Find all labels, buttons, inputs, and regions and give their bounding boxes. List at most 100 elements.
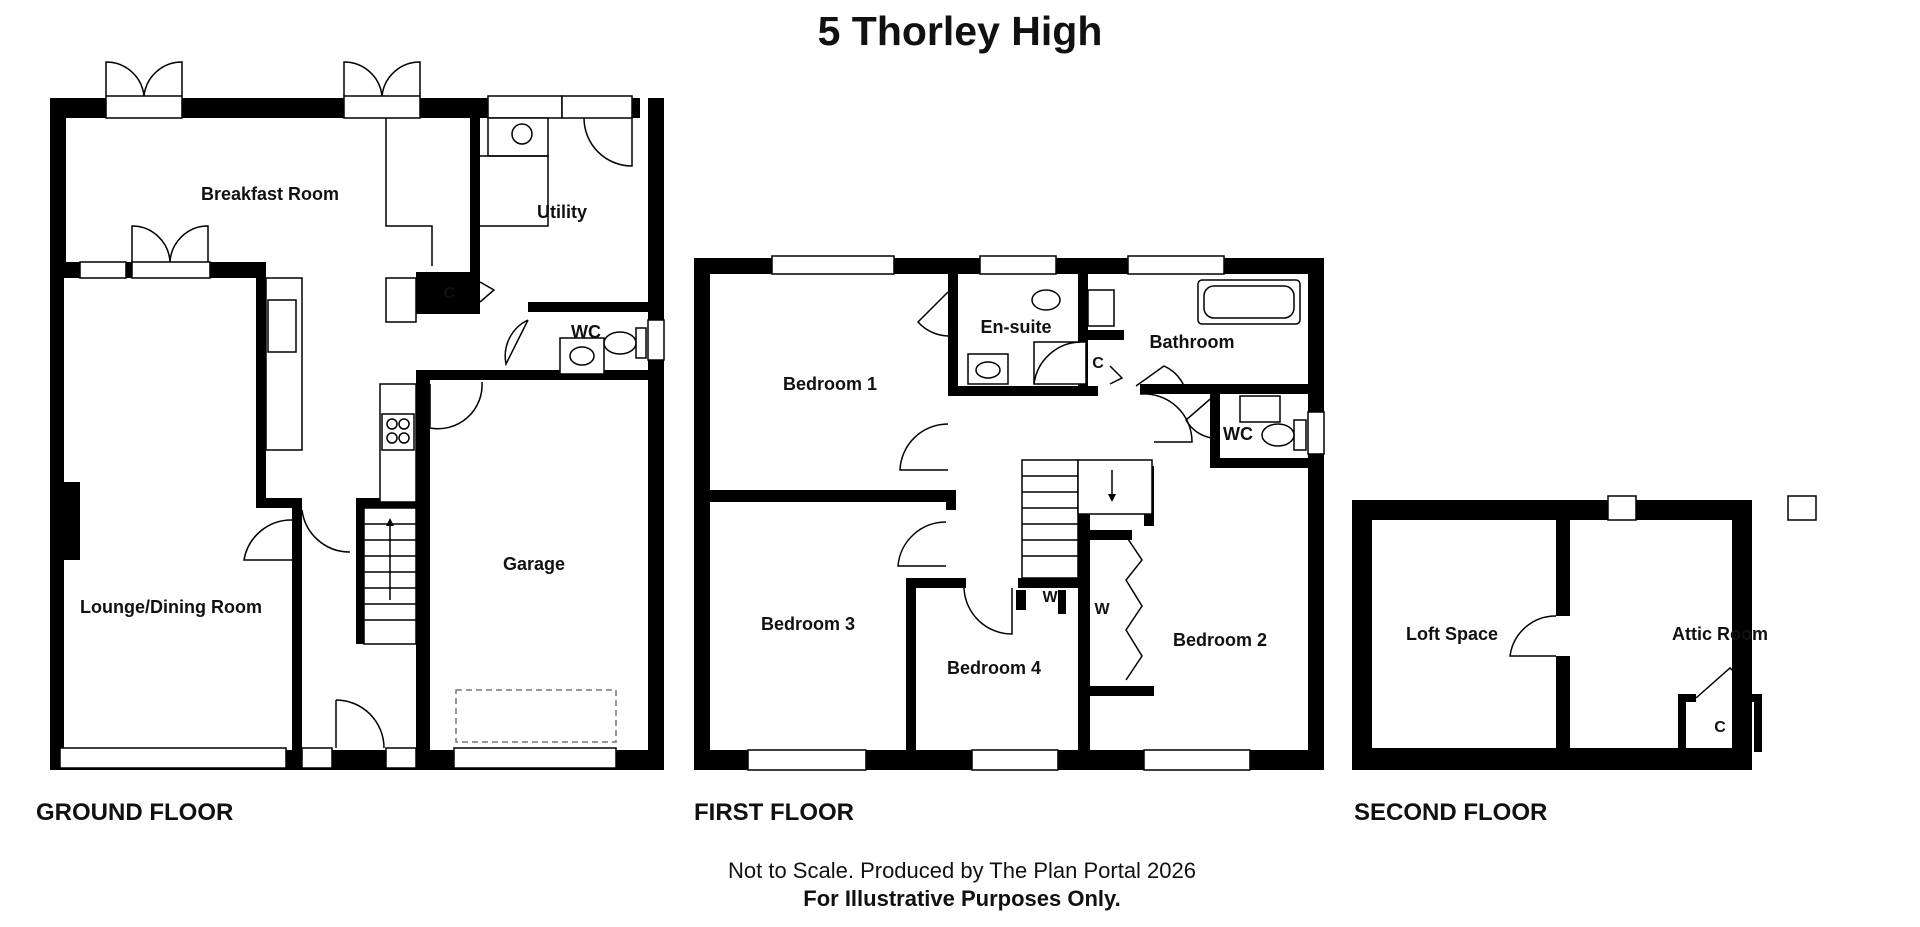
window <box>131 261 211 279</box>
sink-icon <box>267 299 297 353</box>
window <box>971 749 1059 771</box>
wall <box>50 98 66 270</box>
basin-icon <box>967 353 1009 385</box>
toilet-cistern <box>1293 419 1307 451</box>
wall <box>1210 384 1220 468</box>
wall <box>356 498 366 644</box>
room-label-cupboard: C <box>1714 719 1726 736</box>
room-label-cupboard: C <box>443 285 455 302</box>
window <box>561 95 633 119</box>
wall <box>694 258 710 770</box>
door-swing <box>301 509 351 553</box>
wall <box>1352 500 1372 770</box>
window <box>59 747 287 769</box>
hob-ring <box>386 432 398 444</box>
wall <box>948 270 958 396</box>
wall <box>706 490 956 502</box>
wall <box>416 372 430 768</box>
window <box>1127 255 1225 275</box>
wall <box>1140 384 1310 394</box>
footer-illustrative-note: For Illustrative Purposes Only. <box>803 886 1120 911</box>
wall <box>1556 510 1570 616</box>
toilet-cistern <box>635 327 647 359</box>
wall <box>470 304 480 310</box>
wall <box>1678 694 1696 702</box>
wall <box>1088 330 1124 340</box>
stair-treads <box>1022 475 1078 557</box>
wall <box>1352 500 1752 520</box>
stairs <box>1021 459 1079 579</box>
stair-treads <box>364 518 416 621</box>
wall <box>256 498 302 508</box>
basin-icon <box>1087 289 1115 327</box>
counter-outline <box>385 118 433 266</box>
window <box>1143 749 1251 771</box>
window <box>747 749 867 771</box>
bath-icon <box>1197 279 1301 325</box>
room-label-ensuite: En-suite <box>980 317 1051 337</box>
window <box>301 747 333 769</box>
french-doors <box>131 225 209 263</box>
room-label-garage: Garage <box>503 554 565 574</box>
window <box>1307 411 1325 455</box>
wall <box>648 98 664 770</box>
garage-door-outline <box>455 689 617 743</box>
shower-screen <box>1033 341 1081 385</box>
basin-bowl <box>569 346 595 366</box>
chimney-breast <box>60 482 80 560</box>
basin-bowl <box>975 361 1001 379</box>
wall <box>50 270 64 770</box>
window <box>105 95 183 119</box>
rooflight <box>1607 495 1637 521</box>
toilet-icon <box>1261 423 1295 447</box>
room-label-bedroom4: Bedroom 4 <box>947 658 1041 678</box>
rooflight <box>1787 495 1817 521</box>
ground-floor-plan: Breakfast Room Utility C WC Garage Loung… <box>36 61 665 826</box>
hob-ring <box>386 418 398 430</box>
door-swing <box>479 281 496 303</box>
window <box>79 261 127 279</box>
wall <box>1058 590 1066 614</box>
door-swing <box>335 699 385 749</box>
door-swing <box>1109 365 1124 385</box>
wall <box>470 98 480 284</box>
wall <box>1308 258 1324 770</box>
wall <box>1088 686 1154 696</box>
wall <box>256 262 266 504</box>
wall <box>416 272 480 314</box>
door-swing <box>963 587 1013 635</box>
wall <box>416 370 648 380</box>
basin-icon <box>559 337 605 375</box>
door-swing <box>899 423 949 471</box>
wall <box>356 498 426 508</box>
door-swing <box>897 521 947 567</box>
window <box>487 95 563 119</box>
room-label-bedroom3: Bedroom 3 <box>761 614 855 634</box>
second-floor-plan: Loft Space Attic Room C SECOND FLOOR <box>1352 495 1817 826</box>
room-label-utility: Utility <box>537 202 587 222</box>
window <box>647 319 665 361</box>
basin-bowl <box>511 123 533 145</box>
wall <box>1078 270 1088 394</box>
window <box>385 747 417 769</box>
hob-ring <box>398 418 410 430</box>
room-label-lounge: Lounge/Dining Room <box>80 597 262 617</box>
wall <box>1018 578 1078 588</box>
wall <box>946 490 956 510</box>
floor-label-ground: GROUND FLOOR <box>36 799 233 826</box>
room-label-attic: Attic Room <box>1672 624 1768 644</box>
door-swing <box>583 117 633 167</box>
french-doors <box>343 61 421 97</box>
french-doors <box>105 61 183 97</box>
room-label-bathroom: Bathroom <box>1150 332 1235 352</box>
room-label-cupboard: C <box>1092 355 1104 372</box>
toilet-icon <box>1031 289 1061 311</box>
wall <box>1352 748 1752 770</box>
wardrobe-doors <box>1125 535 1143 681</box>
window <box>771 255 895 275</box>
door-swing <box>429 381 483 430</box>
stairs-landing <box>1077 459 1153 515</box>
room-label-wardrobe: W <box>1094 601 1110 618</box>
basin-icon <box>1239 395 1281 423</box>
room-label-bedroom2: Bedroom 2 <box>1173 630 1267 650</box>
